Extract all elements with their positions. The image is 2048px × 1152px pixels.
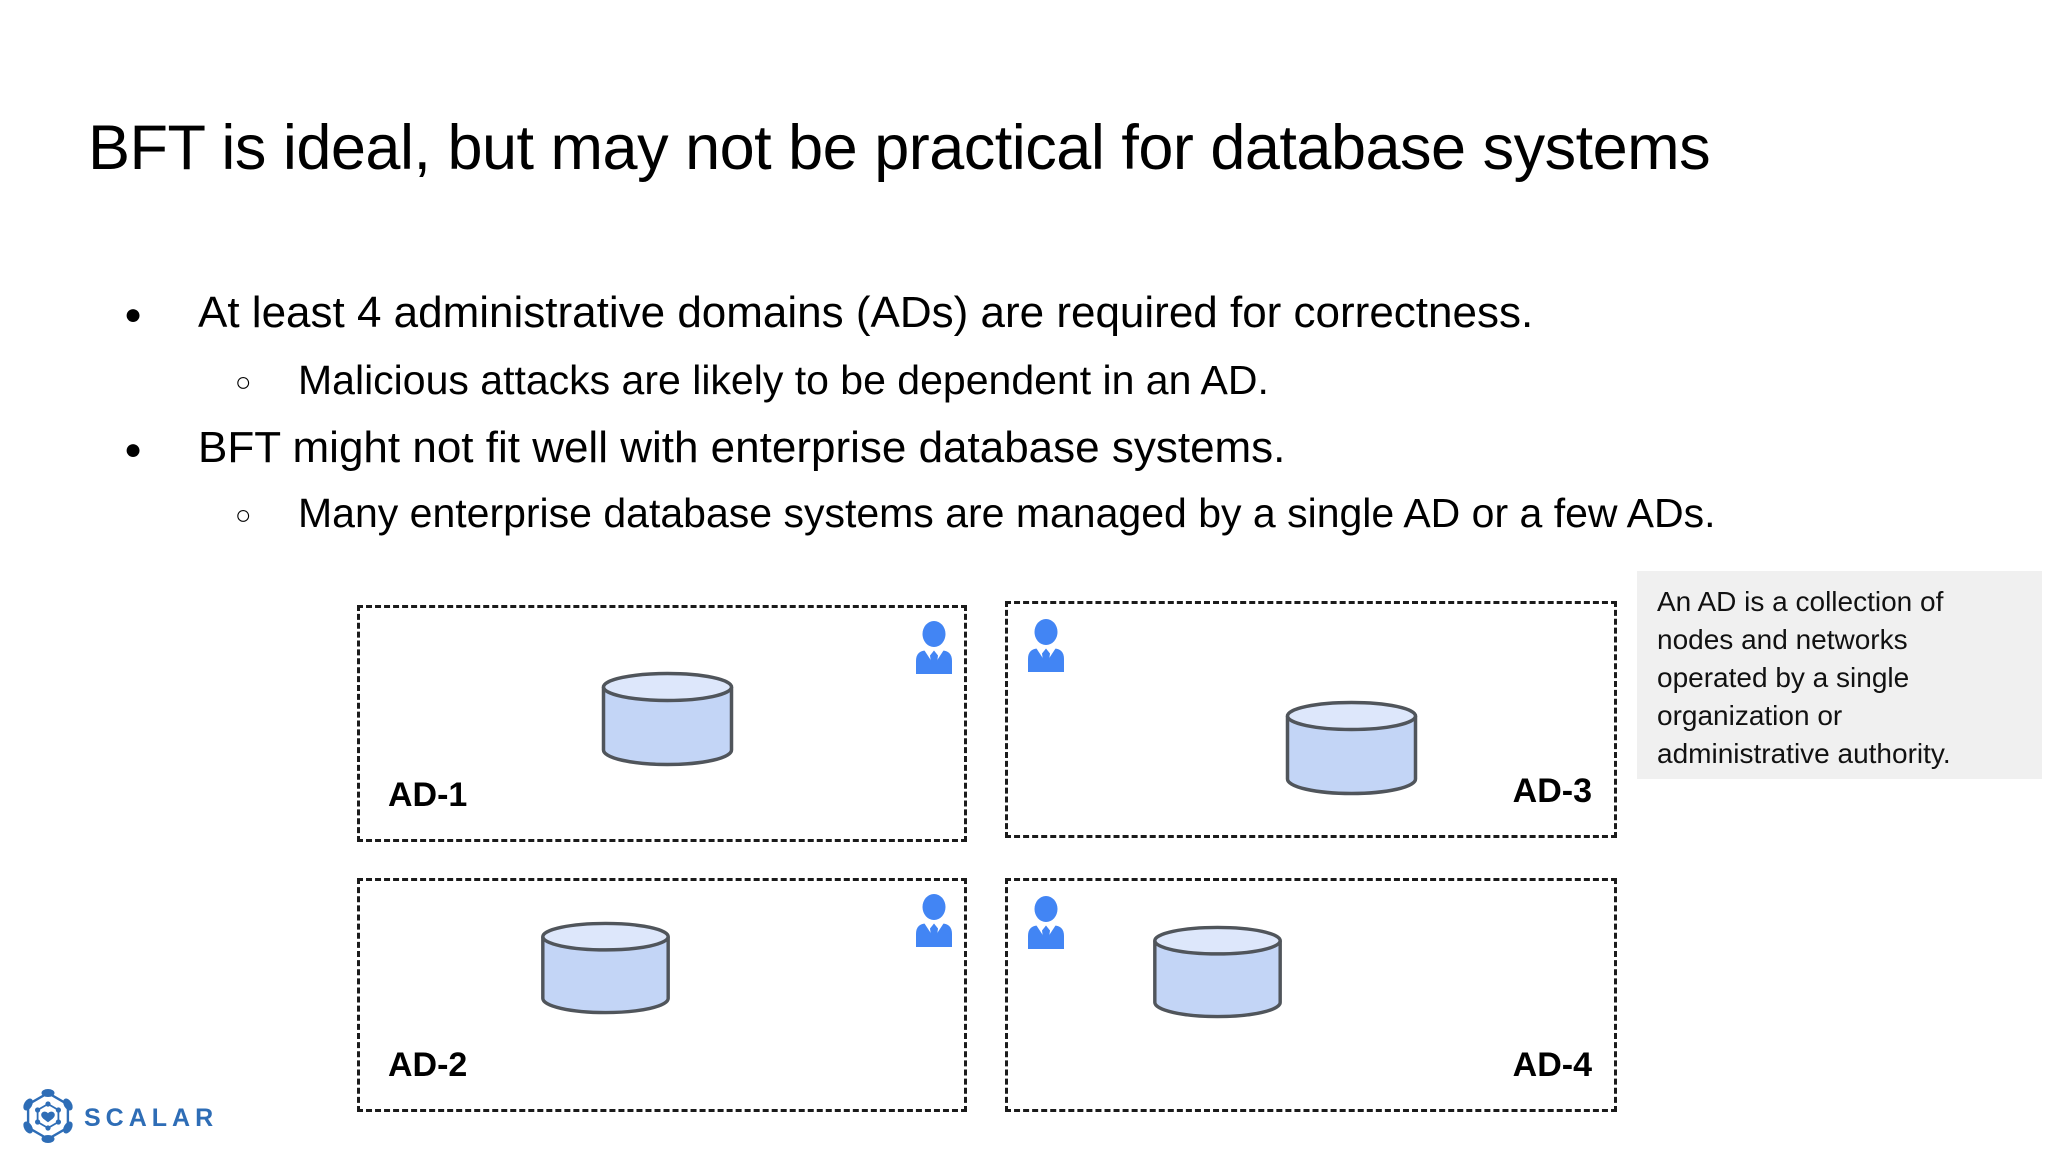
bullet-item-4: ○ Many enterprise database systems are ma… xyxy=(233,489,1716,539)
sub-bullet-marker: ○ xyxy=(235,367,252,397)
bullet-text: BFT might not fit well with enterprise d… xyxy=(198,423,1286,472)
scalar-logo-text: SCALAR xyxy=(84,1104,219,1132)
database-cylinder-icon xyxy=(601,671,734,767)
admin-person-icon xyxy=(916,621,952,674)
ad-definition-note: An AD is a collection of nodes and netwo… xyxy=(1637,571,2042,779)
bullet-text: Malicious attacks are likely to be depen… xyxy=(298,357,1269,403)
sub-bullet-marker: ○ xyxy=(235,500,252,530)
ad-3-box: AD-3 xyxy=(1005,601,1617,838)
ad-4-box: AD-4 xyxy=(1005,878,1617,1112)
admin-person-icon xyxy=(1028,619,1064,672)
scalar-logo: SCALAR xyxy=(20,1086,213,1146)
slide-title: BFT is ideal, but may not be practical f… xyxy=(88,113,1711,183)
ad-3-label: AD-3 xyxy=(1512,772,1592,810)
bullet-item-2: ○ Malicious attacks are likely to be depe… xyxy=(233,356,1269,406)
ad-2-box: AD-2 xyxy=(357,878,967,1112)
ad-2-label: AD-2 xyxy=(388,1046,468,1084)
ad-4-label: AD-4 xyxy=(1512,1046,1592,1084)
scalar-hexagon-logo-icon xyxy=(23,1089,73,1143)
bullet-item-1: ● At least 4 administrative domains (ADs)… xyxy=(118,287,1533,341)
ad-1-box: AD-1 xyxy=(357,605,967,842)
database-cylinder-icon xyxy=(541,921,670,1015)
admin-person-icon xyxy=(1028,896,1064,949)
bullet-item-3: ● BFT might not fit well with enterprise … xyxy=(118,422,1285,476)
bullet-marker: ● xyxy=(124,298,143,331)
ad-1-label: AD-1 xyxy=(388,776,468,814)
database-cylinder-icon xyxy=(1153,925,1282,1019)
admin-person-icon xyxy=(916,894,952,947)
database-cylinder-icon xyxy=(1285,700,1418,796)
bullet-marker: ● xyxy=(124,433,143,466)
bullet-text: At least 4 administrative domains (ADs) … xyxy=(198,288,1534,337)
bullet-text: Many enterprise database systems are man… xyxy=(298,490,1716,536)
